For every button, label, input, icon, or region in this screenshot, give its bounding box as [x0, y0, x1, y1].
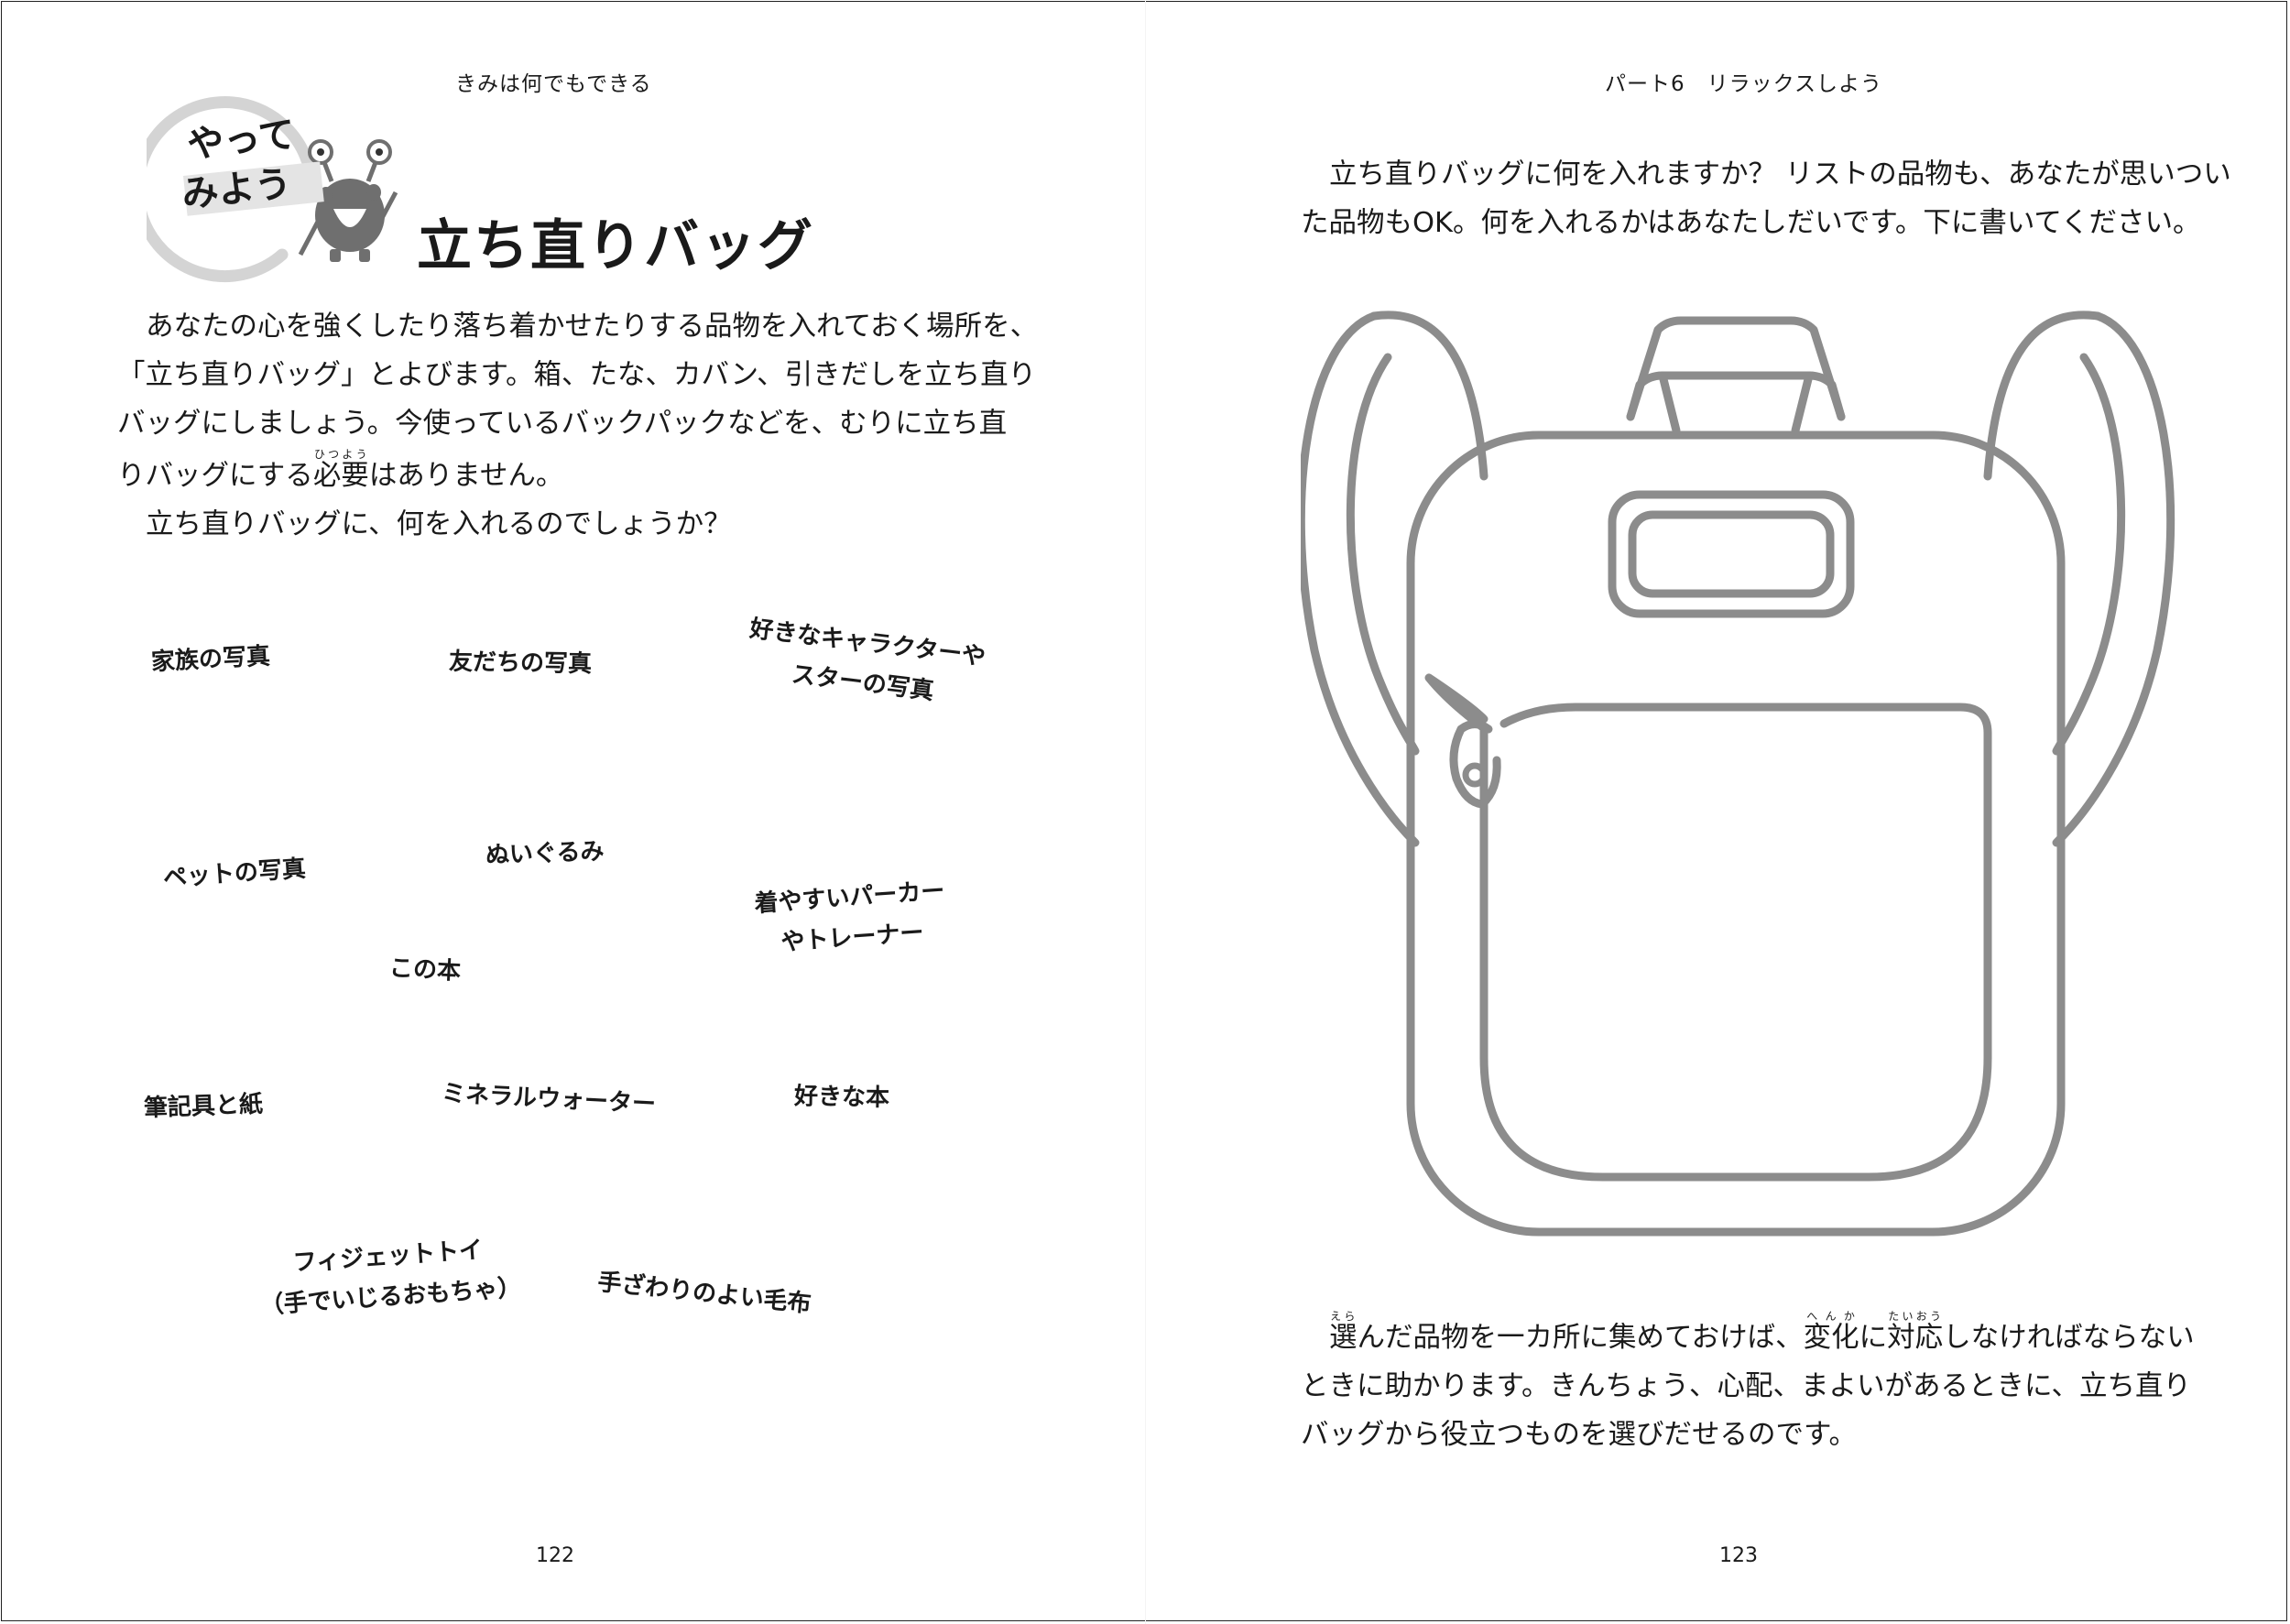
- yatte-miyou-badge: やって みよう: [147, 96, 398, 282]
- left-running-head: きみは何でもできる: [455, 72, 652, 96]
- para1-line3: バッグにしましょう。今使っているバックパックなどを、むりに立ち直: [117, 408, 1008, 440]
- para2: 立ち直りバッグに、何を入れるのでしょうか？: [146, 508, 732, 540]
- list-item: この本: [388, 954, 462, 986]
- outro-line1: 選えらんだ品物を一カ所に集めておけば、変化へんかに対応たいおうしなければならない: [1329, 1310, 2195, 1354]
- ruby-taiou: 対応たいおう: [1887, 1310, 1944, 1354]
- ruby-hitsuyou: 必要ひつよう: [312, 448, 369, 492]
- list-item: 筆記具と紙: [143, 1090, 264, 1123]
- badge-line1: やって: [185, 114, 297, 167]
- intro-line2: た品物もOK。何を入れるかはあなたしだいです。下に書いてください。: [1301, 207, 2201, 239]
- list-item: 着やすいパーカー やトレーナー: [753, 877, 946, 957]
- outro-line3: バッグから役立つものを選びだせるのです。: [1301, 1419, 1857, 1451]
- left-page-number: 122: [536, 1544, 574, 1567]
- para1-line2: 「立ち直りバッグ」とよびます。箱、たな、カバン、引きだしを立ち直り: [117, 359, 1037, 391]
- right-running-head: パート6 リラックスしよう: [1605, 72, 1882, 96]
- book-spine: [1145, 0, 1146, 1624]
- ruby-erabu: 選えら: [1329, 1310, 1358, 1354]
- list-item: 好きな本: [793, 1083, 890, 1112]
- outro-line2: ときに助かります。きんちょう、心配、まよいがあるときに、立ち直り: [1301, 1370, 2192, 1402]
- para1-line1: あなたの心を強くしたり落ち着かせたりする品物を入れておく場所を、: [146, 311, 1039, 343]
- intro-line1: 立ち直りバッグに何を入れますか？ リストの品物も、あなたが思いつい: [1329, 158, 2231, 191]
- para1-line4-post: はありません。: [368, 460, 564, 492]
- right-page-number: 123: [1719, 1544, 1758, 1567]
- right-outro-text: 選えらんだ品物を一カ所に集めておけば、変化へんかに対応たいおうしなければならない…: [1301, 1310, 2244, 1459]
- list-item: 友だちの写真: [448, 648, 593, 679]
- para1-line4: りバッグにする必要ひつようはありません。: [117, 448, 1015, 500]
- ruby-henka: 変化へんか: [1803, 1310, 1859, 1354]
- monster-mascot-icon: [147, 96, 398, 282]
- page-title: 立ち直りバッグ: [417, 214, 814, 278]
- list-item: 家族の写真: [150, 642, 271, 677]
- right-intro-text: 立ち直りバッグに何を入れますか？ リストの品物も、あなたが思いつい た品物もOK…: [1301, 150, 2231, 247]
- backpack-outline-illustration: [1301, 311, 2176, 1237]
- para1-line4-pre: りバッグにする: [117, 460, 313, 492]
- list-item: ぬいぐるみ: [485, 837, 605, 870]
- left-body-text: あなたの心を強くしたり落ち着かせたりする品物を入れておく場所を、 「立ち直りバッ…: [117, 302, 1039, 549]
- badge-line2: みよう: [180, 163, 293, 216]
